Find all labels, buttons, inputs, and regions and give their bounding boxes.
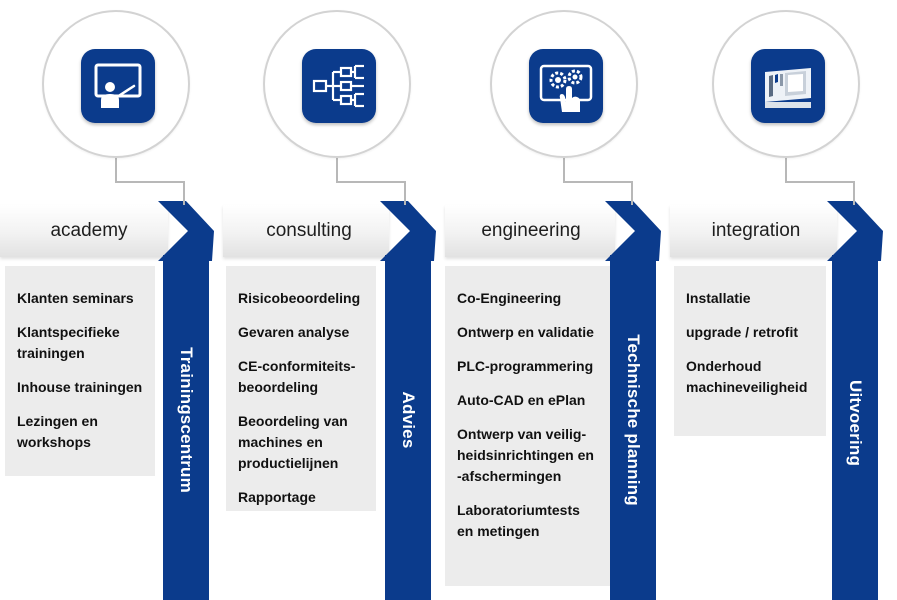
- icon-tile: [529, 49, 603, 123]
- bar-integration: [832, 255, 878, 600]
- list-item: Onderhoud machineveiligheid: [686, 358, 808, 395]
- machine-installation-icon: [765, 68, 811, 108]
- header-band-consulting: [223, 205, 389, 257]
- bar-label-academy: Trainingscentrum: [177, 347, 196, 493]
- connector-line: [785, 158, 787, 182]
- chevron-right-icon: [158, 201, 214, 261]
- icon-circle-consulting: [263, 10, 411, 158]
- connector-line: [563, 158, 565, 182]
- connector-line: [785, 181, 855, 183]
- icon-circle-integration: [712, 10, 860, 158]
- list-item: Ontwerp en validatie: [457, 324, 594, 340]
- bar-label-consulting: Advies: [399, 391, 418, 449]
- list-item: Auto-CAD en ePlan: [457, 392, 586, 408]
- header-band-academy: [0, 205, 168, 257]
- hierarchy-tree-icon: [312, 64, 364, 108]
- list-item: Co-Engineering: [457, 290, 562, 306]
- list-item: Ontwerp van veilig-heidsinrichtingen en …: [457, 426, 594, 484]
- connector-line: [404, 181, 406, 205]
- list-item: Klantspecifieke trainingen: [17, 324, 120, 361]
- column-title-consulting: consulting: [266, 220, 352, 241]
- connector-line: [115, 158, 117, 182]
- list-item: PLC-programmering: [457, 358, 594, 374]
- column-title-integration: integration: [711, 220, 801, 241]
- touch-gears-icon: [539, 64, 593, 112]
- connector-line: [563, 181, 633, 183]
- list-item: CE-conformiteits-beoordeling: [238, 358, 356, 395]
- connector-line: [183, 181, 185, 205]
- bar-engineering: [610, 255, 656, 600]
- column-title-engineering: engineering: [481, 220, 581, 241]
- list-item: Inhouse trainingen: [17, 379, 143, 395]
- list-item: Laboratoriumtests en metingen: [457, 502, 580, 539]
- list-item: Klanten seminars: [17, 290, 134, 306]
- icon-circle-engineering: [490, 10, 638, 158]
- icon-tile: [751, 49, 825, 123]
- icon-tile: [81, 49, 155, 123]
- column-title-academy: academy: [50, 220, 128, 241]
- list-item: Beoordeling van machines en productielij…: [238, 413, 348, 471]
- connector-line: [336, 158, 338, 182]
- list-item: Risicobeoordeling: [238, 290, 361, 306]
- chevron-right-icon: [380, 201, 436, 261]
- panel-consulting: Risicobeoordeling Gevaren analyse CE-con…: [226, 266, 376, 511]
- panel-engineering: Co-Engineering Ontwerp en validatie PLC-…: [445, 266, 611, 586]
- connector-line: [631, 181, 633, 205]
- list-item: upgrade / retrofit: [686, 324, 799, 340]
- connector-line: [336, 181, 406, 183]
- connector-line: [853, 181, 855, 205]
- panel-academy: Klanten seminars Klantspecifieke trainin…: [5, 266, 155, 476]
- presentation-board-icon: [94, 63, 142, 108]
- bar-consulting: [385, 255, 431, 600]
- icon-tile: [302, 49, 376, 123]
- panel-integration: Installatie upgrade / retrofit Onderhoud…: [674, 266, 826, 436]
- header-band-engineering: [445, 205, 615, 257]
- icon-circle-academy: [42, 10, 190, 158]
- bar-label-engineering: Technische planning: [624, 334, 643, 506]
- list-item: Gevaren analyse: [238, 324, 350, 340]
- list-item: Installatie: [686, 290, 751, 306]
- bar-academy: [163, 255, 209, 600]
- header-band-integration: [670, 205, 837, 257]
- connector-line: [115, 181, 185, 183]
- bar-label-integration: Uitvoering: [846, 379, 865, 467]
- chevron-right-icon: [827, 201, 883, 261]
- list-item: Rapportage: [238, 489, 316, 505]
- chevron-right-icon: [605, 201, 661, 261]
- list-item: Lezingen en workshops: [17, 413, 98, 450]
